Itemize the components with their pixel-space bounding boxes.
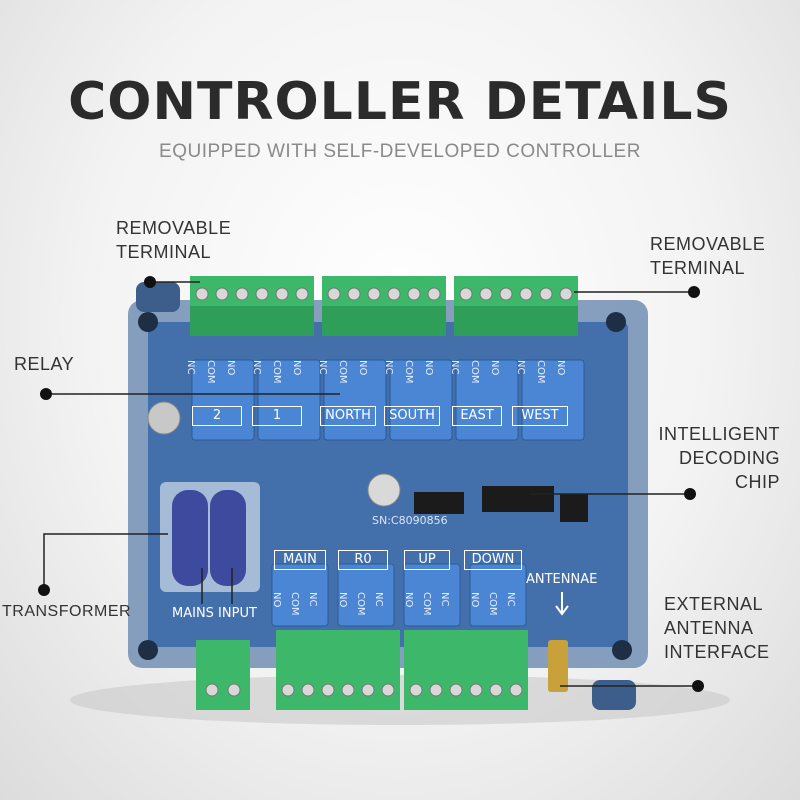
capacitor [147, 401, 181, 435]
pin-label: NC [307, 592, 318, 607]
pin-label: NC [515, 360, 526, 375]
top-terminal-screws [195, 287, 573, 301]
pin-label: COM [535, 360, 546, 384]
relay-label-down: DOWN [464, 550, 522, 570]
bottom-relays [271, 563, 527, 627]
callout-transformer: TRANSFORMER [2, 603, 132, 620]
relay-label-2: 2 [192, 406, 242, 426]
pin-label: NO [469, 592, 480, 608]
transformer-coil [210, 490, 246, 586]
bottom-terminal-screws [205, 683, 523, 697]
relay-label-r0: R0 [338, 550, 388, 570]
antennae-arrow [555, 592, 569, 616]
mount-tab [592, 680, 636, 710]
pin-label: NC [251, 360, 262, 375]
pin-label: NO [291, 360, 302, 376]
callout-removable-terminal-left: REMOVABLE TERMINAL [116, 218, 232, 262]
callout-intelligent-chip: INTELLIGENT DECODING CHIP [658, 424, 780, 492]
decoding-chip [482, 486, 554, 512]
transformer-coil [172, 490, 208, 586]
callout-dots [38, 276, 704, 692]
pin-label: COM [355, 592, 366, 616]
top-relays [191, 359, 585, 441]
buzzer [367, 473, 401, 507]
aux-chip [414, 492, 464, 514]
pin-label: NO [403, 592, 414, 608]
pin-label: COM [487, 592, 498, 616]
pin-label: NO [225, 360, 236, 376]
pin-label: NC [449, 360, 460, 375]
relay-label-1: 1 [252, 406, 302, 426]
pin-label: COM [289, 592, 300, 616]
top-terminal-blocks [190, 276, 578, 336]
antenna-connector [548, 640, 568, 692]
serial-number-label: SN:C8090856 [372, 514, 448, 527]
pin-label: COM [421, 592, 432, 616]
relay-label-west: WEST [512, 406, 568, 426]
relay-label-east: EAST [452, 406, 502, 426]
screw [138, 640, 158, 660]
relay-label-north: NORTH [320, 406, 376, 426]
relay-label-up: UP [404, 550, 450, 570]
pin-label: NO [423, 360, 434, 376]
mount-tab [136, 282, 180, 312]
screw [606, 312, 626, 332]
pin-label: COM [469, 360, 480, 384]
callout-leaders [43, 281, 696, 687]
page-subtitle: EQUIPPED WITH SELF-DEVELOPED CONTROLLER [159, 141, 641, 162]
pin-label: COM [205, 360, 216, 384]
pin-label: NO [555, 360, 566, 376]
screw [138, 312, 158, 332]
mains-input-label: MAINS INPUT [172, 606, 257, 621]
pin-label: NC [373, 592, 384, 607]
antennae-label: ANTENNAE [526, 572, 598, 587]
relay-label-main: MAIN [274, 550, 326, 570]
pin-label: COM [337, 360, 348, 384]
pin-label: NO [357, 360, 368, 376]
pin-label: NC [439, 592, 450, 607]
pin-label: COM [403, 360, 414, 384]
pin-label: NO [337, 592, 348, 608]
pin-label: COM [271, 360, 282, 384]
callout-removable-terminal-right: REMOVABLE TERMINAL [650, 234, 766, 278]
mcu-chip [560, 494, 588, 522]
page-title: CONTROLLER DETAILS [68, 72, 732, 132]
callout-external-antenna: EXTERNAL ANTENNA INTERFACE [664, 594, 770, 662]
callout-relay: RELAY [14, 354, 75, 374]
screw [612, 640, 632, 660]
relay-label-south: SOUTH [384, 406, 440, 426]
pin-label: NC [505, 592, 516, 607]
pin-label: NO [489, 360, 500, 376]
pin-label: NC [185, 360, 196, 375]
pin-label: NO [271, 592, 282, 608]
pin-label: NC [383, 360, 394, 375]
pin-label: NC [317, 360, 328, 375]
bottom-terminal-blocks [196, 630, 528, 710]
